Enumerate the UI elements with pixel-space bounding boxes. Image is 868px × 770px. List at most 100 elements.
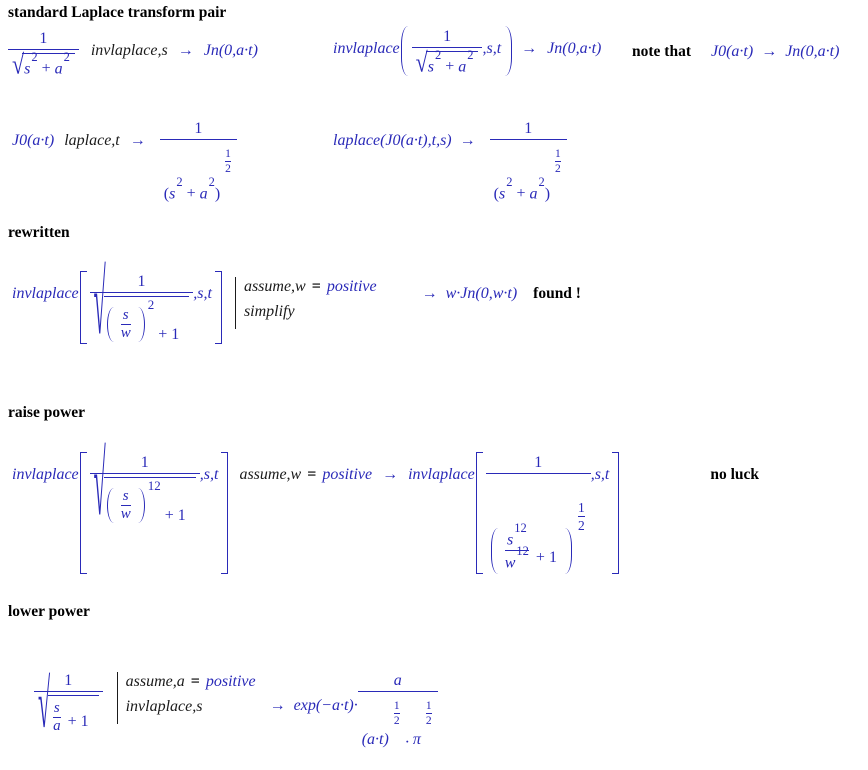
var-a: a [53, 718, 61, 734]
exp-num: 1 [555, 148, 561, 160]
w-pow-12: w12 [504, 545, 529, 573]
denominator: √ s w 2 + 1 [90, 257, 194, 347]
left-paren [106, 307, 116, 342]
radical-sign: √ [93, 432, 106, 535]
exp-bar [393, 713, 400, 714]
exponent: 2 [538, 175, 545, 189]
var-s: s [122, 488, 129, 504]
denominator: (s2+a2) 1 2 [160, 140, 237, 203]
var-a: a [199, 185, 208, 203]
plus-op: + [516, 185, 526, 203]
fraction-bar [411, 47, 483, 48]
fraction-bar [489, 139, 567, 140]
result-wJn: w·Jn(0,w·t) [445, 285, 518, 302]
exp-den: 2 [577, 518, 585, 533]
modifier-line: invlaplace,s [126, 697, 256, 716]
square-root: √ s a + 1 [38, 669, 99, 737]
math-region-laplace-function[interactable]: laplace(J0(a·t),t,s) → 1 (s2+a2) 1 2 [333, 118, 567, 203]
no-luck-label: no luck [710, 466, 760, 483]
inner-fraction: s12 w12 [502, 522, 532, 574]
math-region-standard-pair-keyword[interactable]: 1 √ s2+a2 invlaplace,s → Jn(0,a·t) [8, 28, 258, 78]
open-paren: ( [163, 185, 170, 203]
exponent: 2 [31, 50, 38, 64]
var-a: a [529, 185, 538, 203]
right-paren [136, 488, 145, 523]
radicand: s2+a2 [425, 48, 479, 76]
exp-num: 1 [393, 700, 400, 712]
inner-fraction: s w [118, 488, 134, 523]
exponent-one-half: 1 2 [223, 148, 233, 175]
var-s: s [24, 60, 31, 78]
left-paren [106, 488, 116, 523]
func-invlaplace: invlaplace [12, 466, 79, 483]
plus-op: + [445, 58, 455, 76]
numerator: a [393, 672, 402, 689]
right-bracket [214, 271, 222, 344]
fraction-bar [89, 292, 194, 293]
power-base-pi: π [412, 731, 421, 748]
arrow-icon: → [421, 285, 438, 302]
numerator: 1 [39, 30, 48, 47]
fraction-bar [8, 49, 79, 50]
cdot-op: · [404, 734, 410, 751]
s-pow-12: s12 [506, 522, 527, 550]
arrow-icon: → [382, 466, 399, 483]
keyword-laplace: laplace,t [64, 132, 120, 149]
var-a: a [458, 58, 467, 76]
J0-term: J0(a·t) [12, 132, 55, 149]
plus-op: + [186, 185, 196, 203]
arrow-icon: → [177, 42, 194, 59]
math-region-laplace-keyword[interactable]: J0(a·t) laplace,t → 1 (s2+a2) 1 2 [12, 118, 237, 203]
keyword-assume: assume,w [239, 466, 302, 483]
math-region-standard-pair-function[interactable]: invlaplace 1 √ s2+a2 ,s,t → Jn(0,a·t) [333, 26, 602, 77]
numerator: 1 [140, 454, 149, 471]
exponent: 2 [434, 48, 442, 62]
denominator: √ s2+a2 [412, 48, 483, 76]
var-w: w [120, 506, 131, 522]
power-group: s12 w12 + 1 1 2 [490, 484, 587, 574]
fraction: 1 (s2+a2) 1 2 [489, 118, 567, 203]
denominator: (s2+a2) 1 2 [490, 140, 567, 203]
var-s: s [122, 307, 129, 323]
fraction: 1 √ s w [89, 257, 194, 347]
var-a: a [54, 60, 63, 78]
left-bracket [79, 271, 87, 344]
exponent-one-half: 1 2 [576, 500, 587, 533]
paren-group: s w [106, 307, 146, 342]
radical-sign: √ [12, 48, 25, 81]
numerator: 1 [137, 273, 146, 290]
fraction: 1 (s2+a2) 1 2 [159, 118, 237, 203]
plus-one: + 1 [67, 713, 89, 730]
square-root: √ s w 2 + 1 [94, 257, 190, 347]
result-Jn: Jn(0,a·t) [547, 40, 602, 57]
power-base: (s2+a2) [493, 176, 551, 203]
laplace-call: laplace(J0(a·t),t,s) [333, 132, 452, 149]
keyword-assume: assume,w [243, 278, 306, 295]
power-base: (s2+a2) [163, 176, 220, 203]
func-invlaplace: invlaplace [12, 285, 79, 302]
var-s: s [506, 531, 514, 549]
math-region-rewritten[interactable]: invlaplace 1 √ s w [12, 257, 581, 347]
radical-sign: √ [38, 664, 51, 742]
power-group: s w 12 [106, 479, 161, 523]
math-region-raise-power[interactable]: invlaplace 1 √ s w [12, 438, 760, 574]
math-region-lower-power[interactable]: 1 √ s a + 1 assume,a = positive [34, 669, 438, 752]
modifier-line: assume,w = positive [244, 277, 377, 296]
keyword-invlaplace: invlaplace,s [125, 698, 203, 715]
fraction: 1 s12 w12 + 1 1 2 [485, 452, 591, 574]
power-group: (a·t) 1 2 · π 1 2 [362, 700, 434, 752]
fraction-bar [120, 505, 131, 506]
arrow-icon: → [129, 132, 146, 149]
var-s: s [53, 700, 60, 716]
var-w: w [120, 325, 131, 341]
arrow-icon: → [269, 697, 286, 714]
var-w: w [504, 554, 516, 572]
radicand: s2+a2 [22, 50, 75, 78]
close-paren: ) [544, 185, 551, 203]
open-paren: ( [493, 185, 499, 203]
exponent: 2 [208, 175, 215, 189]
arrow-icon: → [459, 132, 476, 149]
radical-sign: √ [415, 46, 428, 79]
power-group: (s2+a2) 1 2 [494, 148, 563, 203]
